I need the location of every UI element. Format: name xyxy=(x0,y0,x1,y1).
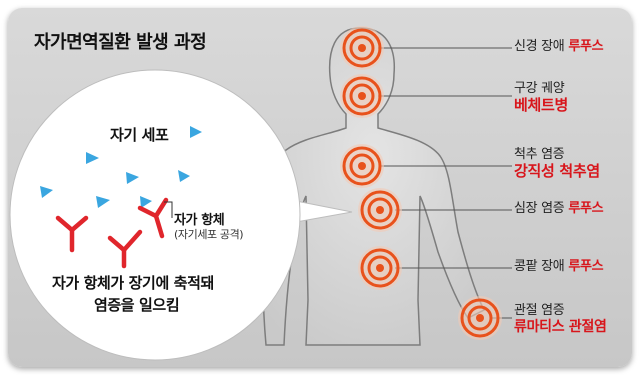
callout-heart-desc: 심장 염증 xyxy=(514,201,564,216)
callout-kidney-desc: 콩팥 장애 xyxy=(514,259,564,274)
callout-joint-disease: 류마티스 관절염 xyxy=(514,319,607,336)
callout-oral: 구강 궤양 베체트병 xyxy=(514,80,568,114)
diagram-title: 자가면역질환 발생 과정 xyxy=(34,28,206,54)
callout-oral-desc: 구강 궤양 xyxy=(514,80,568,97)
inset-caption-line1: 자가 항체가 장기에 축적돼 xyxy=(52,272,214,293)
callout-neural-disease: 루푸스 xyxy=(568,39,603,54)
callout-kidney: 콩팥 장애 루푸스 xyxy=(514,258,603,275)
callout-kidney-disease: 루푸스 xyxy=(568,259,603,274)
callout-oral-disease: 베체트병 xyxy=(514,97,568,114)
inset-caption-line2: 염증을 일으킴 xyxy=(94,294,179,315)
target-marker-heart xyxy=(358,188,402,232)
antibody-note: (자기세포 공격) xyxy=(174,226,243,242)
callout-spine-disease: 강직성 척추염 xyxy=(514,163,600,180)
target-marker-neural xyxy=(340,26,384,70)
callout-spine: 척추 염증 강직성 척추염 xyxy=(514,146,600,180)
callout-neural-desc: 신경 장애 xyxy=(514,39,564,54)
callout-joint-desc: 관절 염증 xyxy=(514,302,607,319)
callout-heart: 심장 염증 루푸스 xyxy=(514,200,603,217)
self-cell-label: 자기 세포 xyxy=(110,124,168,145)
target-marker-spine xyxy=(340,144,384,188)
callout-joint: 관절 염증 류마티스 관절염 xyxy=(514,302,607,336)
callout-spine-desc: 척추 염증 xyxy=(514,146,600,163)
target-marker-kidney xyxy=(358,246,402,290)
callout-heart-disease: 루푸스 xyxy=(568,201,603,216)
target-marker-oral xyxy=(340,74,384,118)
target-marker-joint xyxy=(458,296,502,340)
callout-neural: 신경 장애 루푸스 xyxy=(514,38,603,55)
